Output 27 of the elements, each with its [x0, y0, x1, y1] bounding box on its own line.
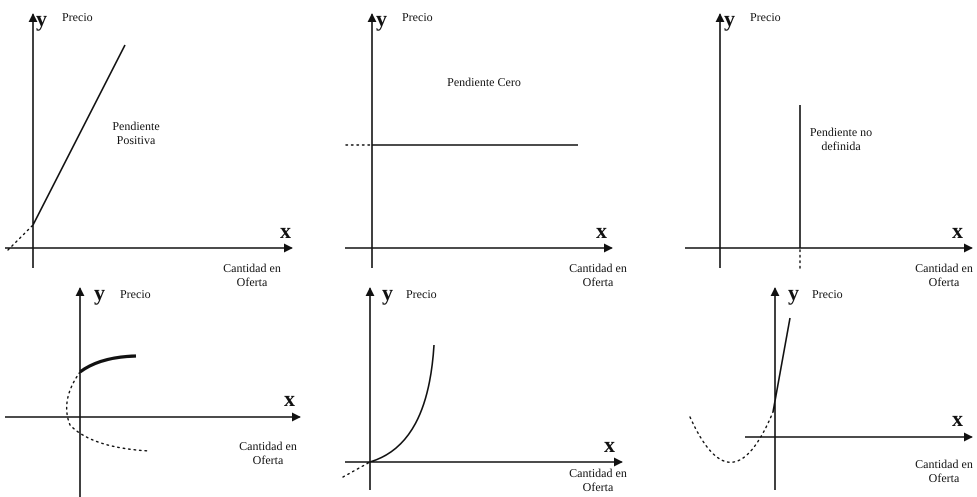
axis-letter: x	[952, 406, 963, 432]
axis-letter: y	[94, 280, 105, 306]
axis-letter: x	[604, 432, 615, 458]
axis-title: Precio	[120, 288, 151, 302]
axis-letter: x	[284, 386, 295, 412]
axis-title: Precio	[62, 11, 93, 25]
axis-title: Precio	[750, 11, 781, 25]
axis-title: Precio	[406, 288, 437, 302]
axis-title: Precio	[402, 11, 433, 25]
axis-title: Cantidad en Oferta	[568, 467, 628, 495]
slope-label: Pendiente no definida	[808, 126, 874, 154]
axis-letter: x	[596, 218, 607, 244]
axis-title: Cantidad en Oferta	[914, 262, 974, 290]
axis-letter: x	[280, 218, 291, 244]
axis-letter: y	[788, 280, 799, 306]
axis-letter: y	[724, 6, 735, 32]
axis-letter: y	[376, 6, 387, 32]
axis-title: Cantidad en Oferta	[568, 262, 628, 290]
axis-title: Precio	[812, 288, 843, 302]
axis-letter: y	[382, 280, 393, 306]
axis-title: Cantidad en Oferta	[238, 440, 298, 468]
axis-letter: y	[36, 6, 47, 32]
axis-title: Cantidad en Oferta	[222, 262, 282, 290]
slope-label: Pendiente Cero	[446, 76, 522, 90]
slope-label: Pendiente Positiva	[111, 120, 161, 148]
axis-title: Cantidad en Oferta	[914, 458, 974, 486]
axis-letter: x	[952, 218, 963, 244]
